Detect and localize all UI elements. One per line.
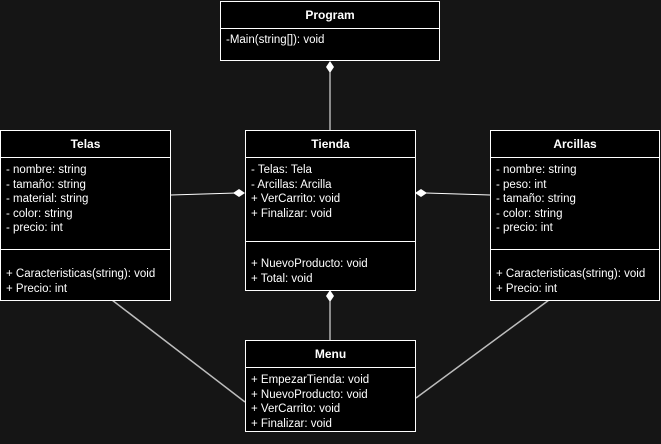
method-line: + NuevoProducto: void <box>251 388 368 401</box>
association-arcillas-menu <box>415 299 550 399</box>
association-telas-menu <box>111 299 246 403</box>
class-arcillas-methods: + Caracteristicas(string): void + Precio… <box>491 249 659 296</box>
attribute-line: - nombre: string <box>496 164 577 176</box>
attribute-line: - material: string <box>6 193 89 205</box>
method-line: + NuevoProducto: void <box>251 258 368 270</box>
composition-diamond-tienda-right <box>415 189 427 197</box>
class-tienda-attributes: - Telas: Tela - Arcillas: Arcilla + VerC… <box>246 163 415 221</box>
class-arcillas[interactable]: Arcillas - nombre: string - peso: int - … <box>490 130 660 301</box>
class-arcillas-title: Arcillas <box>491 131 659 158</box>
attribute-line: - peso: int <box>496 178 547 191</box>
connector-tienda-arcillas <box>425 192 491 196</box>
attribute-line: - color: string <box>496 207 563 220</box>
class-telas-title: Telas <box>1 131 170 158</box>
method-line: + Caracteristicas(string): void <box>6 268 156 280</box>
attribute-line: - Arcillas: Arcilla <box>251 178 332 191</box>
class-tienda-methods: + NuevoProducto: void + Total: void <box>246 241 415 286</box>
class-program[interactable]: Program -Main(string[]): void <box>220 1 440 61</box>
composition-diamond-tienda-bottom <box>326 290 334 302</box>
class-program-title: Program <box>221 2 439 29</box>
attribute-line: - tamaño: string <box>6 178 86 191</box>
attribute-line: - Telas: Tela <box>251 164 312 176</box>
method-line: + Finalizar: void <box>251 417 332 430</box>
class-telas-attributes: - nombre: string - tamaño: string - mate… <box>1 163 170 236</box>
method-line: -Main(string[]): void <box>226 34 325 46</box>
attribute-line: - precio: int <box>496 222 553 234</box>
method-line: + Caracteristicas(string): void <box>496 268 646 280</box>
class-menu-methods: + EmpezarTienda: void + NuevoProducto: v… <box>246 373 415 431</box>
attribute-line: + VerCarrito: void <box>251 193 341 205</box>
composition-diamond-program <box>326 61 334 73</box>
class-telas-methods: + Caracteristicas(string): void + Precio… <box>1 249 170 296</box>
class-tienda[interactable]: Tienda - Telas: Tela - Arcillas: Arcilla… <box>245 130 416 291</box>
class-arcillas-attributes: - nombre: string - peso: int - tamaño: s… <box>491 163 659 236</box>
connector-telas-tienda <box>170 192 237 196</box>
method-line: + VerCarrito: void <box>251 403 341 415</box>
class-menu-title: Menu <box>246 341 415 368</box>
class-menu[interactable]: Menu + EmpezarTienda: void + NuevoProduc… <box>245 340 416 432</box>
composition-diamond-tienda-left <box>233 189 245 197</box>
attribute-line: - nombre: string <box>6 164 87 176</box>
method-line: + Precio: int <box>6 282 68 295</box>
attribute-line: - precio: int <box>6 222 63 234</box>
method-line: + Total: void <box>251 272 313 285</box>
class-tienda-title: Tienda <box>246 131 415 158</box>
method-line: + EmpezarTienda: void <box>251 374 370 386</box>
class-program-methods: -Main(string[]): void <box>221 33 439 48</box>
attribute-line: + Finalizar: void <box>251 207 332 220</box>
class-telas[interactable]: Telas - nombre: string - tamaño: string … <box>0 130 171 301</box>
method-line: + Precio: int <box>496 282 558 295</box>
attribute-line: - tamaño: string <box>496 193 576 205</box>
attribute-line: - color: string <box>6 207 73 220</box>
